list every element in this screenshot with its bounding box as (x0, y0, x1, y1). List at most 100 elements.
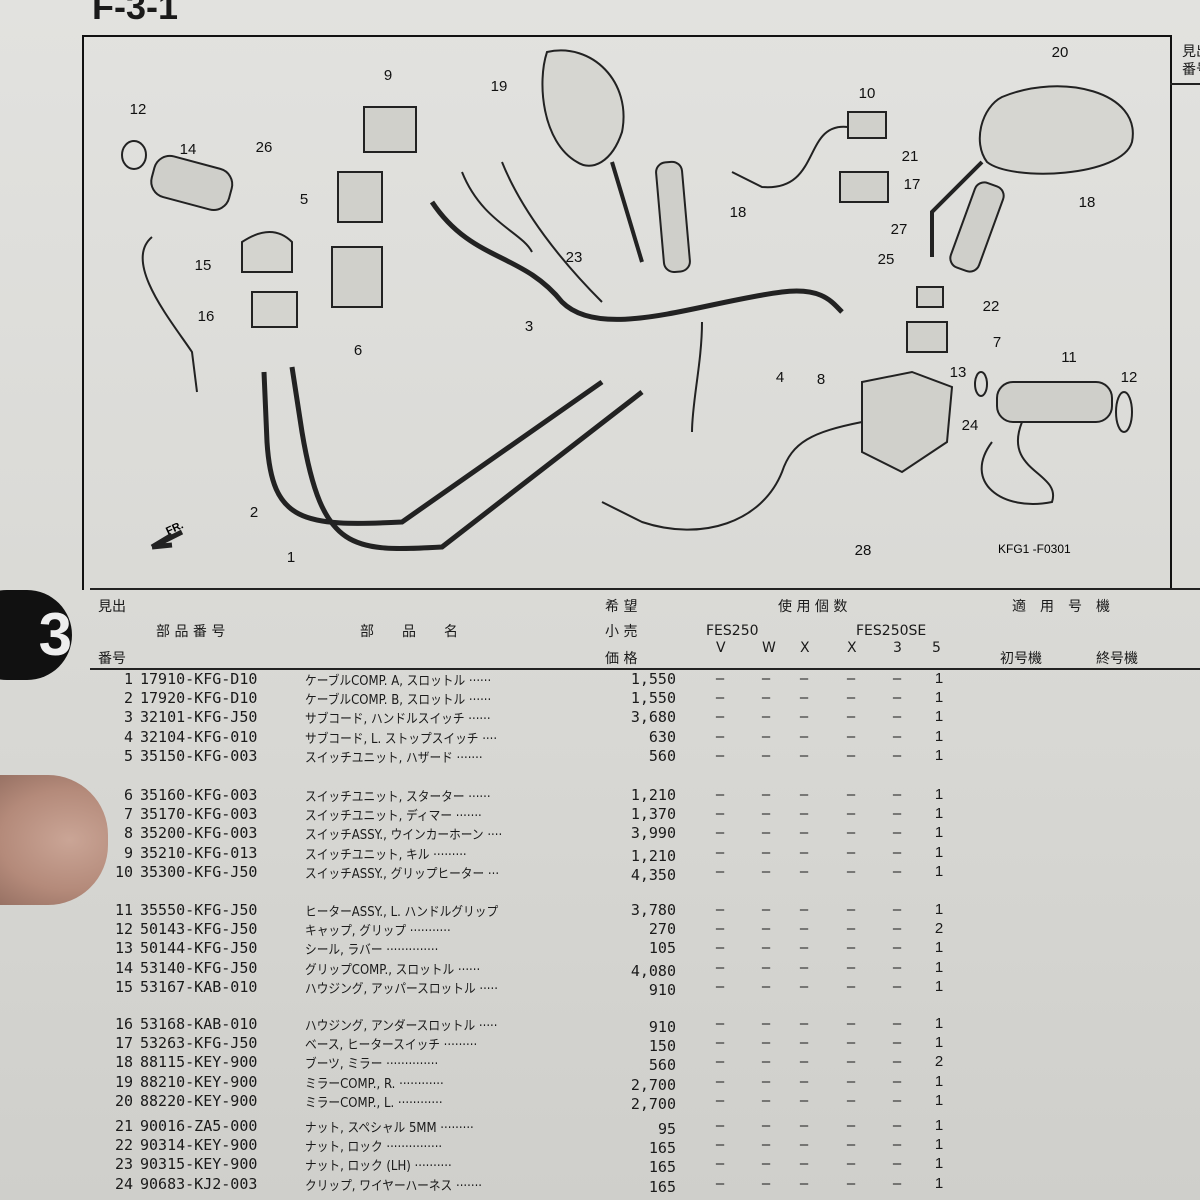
quantity: – (799, 805, 809, 823)
part-number: 90315-KEY-900 (140, 1155, 258, 1174)
quantity: – (761, 1034, 771, 1052)
quantity: – (799, 708, 809, 726)
quantity: – (892, 727, 902, 745)
part-number: 53140-KFG-J50 (140, 958, 258, 977)
quantity: – (892, 746, 902, 764)
quantity: 1 (934, 727, 944, 745)
callout: 4 (776, 369, 784, 386)
quantity: – (846, 1091, 856, 1109)
quantity: – (892, 1174, 902, 1192)
ref-number: 4 (123, 727, 133, 746)
part-number: 90314-KEY-900 (140, 1136, 258, 1155)
quantity: – (846, 1053, 856, 1071)
quantity: – (892, 958, 902, 976)
quantity: 1 (934, 786, 944, 803)
part-name: ケーブルCOMP. A, スロットル ······ (305, 674, 492, 689)
quantity: – (761, 1053, 771, 1071)
ref-number: 3 (123, 708, 133, 727)
part-name: ナット, ロック (LH) ·········· (305, 1159, 452, 1175)
ref-number: 7 (123, 805, 133, 824)
quantity: – (715, 901, 725, 918)
quantity: – (799, 939, 809, 957)
switch-5-shape (337, 171, 383, 223)
part-name: スイッチユニット, スターター ······ (305, 790, 491, 805)
quantity: – (761, 939, 771, 957)
callout: 14 (180, 141, 197, 158)
header-variant: X (800, 640, 810, 656)
callout: 1 (287, 549, 295, 566)
quantity: – (715, 1015, 725, 1032)
quantity: – (846, 708, 856, 726)
boot-shape-2 (949, 181, 1005, 273)
drawing-id: KFG1 -F0301 (998, 542, 1071, 556)
quantity: – (846, 1034, 856, 1052)
left-grip-shape (996, 381, 1113, 423)
quantity: – (715, 1072, 725, 1090)
quantity: 1 (934, 670, 944, 687)
ref-number: 13 (114, 939, 133, 958)
price: 560 (648, 1056, 676, 1075)
quantity: 2 (934, 1053, 944, 1071)
quantity: 1 (934, 901, 944, 918)
callout: 7 (993, 334, 1001, 351)
quantity: – (761, 901, 771, 918)
harness-shape (429, 200, 844, 322)
header-first-frame: 初号機 (1000, 651, 1042, 667)
quantity: – (715, 977, 725, 995)
quantity: – (715, 1155, 725, 1173)
price: 165 (648, 1177, 676, 1196)
mirror-left-shape (978, 85, 1134, 175)
ref-number: 12 (114, 920, 133, 939)
quantity: – (892, 901, 902, 918)
header-price-1: 希 望 (605, 599, 638, 615)
part-name: ナット, ロック ··············· (305, 1140, 443, 1156)
ref-number: 21 (114, 1117, 133, 1135)
part-name: クリップ, ワイヤーハーネス ······· (305, 1178, 483, 1194)
callout: 26 (256, 139, 273, 156)
header-price-2: 小 売 (605, 624, 638, 640)
quantity: – (715, 805, 725, 823)
part-name: ナット, スペシャル 5MM ········· (305, 1121, 474, 1136)
price: 2,700 (630, 1094, 676, 1113)
ref-number: 18 (114, 1053, 133, 1072)
part-number: 35200-KFG-003 (140, 824, 258, 843)
quantity: – (846, 689, 856, 707)
quantity: – (799, 958, 809, 976)
quantity: – (846, 901, 856, 918)
part-name: サブコード, ハンドルスイッチ ······ (305, 712, 491, 728)
part-name: グリップCOMP., スロットル ······ (305, 962, 481, 978)
quantity: – (761, 824, 771, 842)
callout: 3 (525, 318, 533, 335)
front-label: FR. (164, 519, 185, 537)
quantity: – (799, 1091, 809, 1109)
part-number: 90016-ZA5-000 (140, 1117, 258, 1135)
quantity: 1 (934, 1091, 944, 1109)
callout: 25 (878, 251, 895, 268)
ref-number: 10 (114, 862, 133, 881)
header-variant: X (847, 640, 857, 656)
quantity: – (799, 862, 809, 880)
ref-number: 9 (123, 843, 133, 862)
part-number: 88210-KEY-900 (140, 1072, 258, 1091)
quantity: – (846, 746, 856, 764)
quantity: – (761, 746, 771, 764)
ref-number: 23 (114, 1155, 133, 1174)
callout: 17 (904, 176, 921, 193)
quantity: – (892, 843, 902, 861)
ref-number: 2 (123, 689, 133, 708)
quantity: – (892, 1015, 902, 1032)
switch-assy-shape (861, 370, 954, 474)
quantity: – (761, 958, 771, 976)
quantity: – (761, 805, 771, 823)
quantity: – (799, 746, 809, 764)
callout: 8 (817, 371, 825, 388)
quantity: – (715, 862, 725, 880)
part-number: 53167-KAB-010 (140, 977, 258, 996)
quantity: 1 (934, 862, 944, 880)
